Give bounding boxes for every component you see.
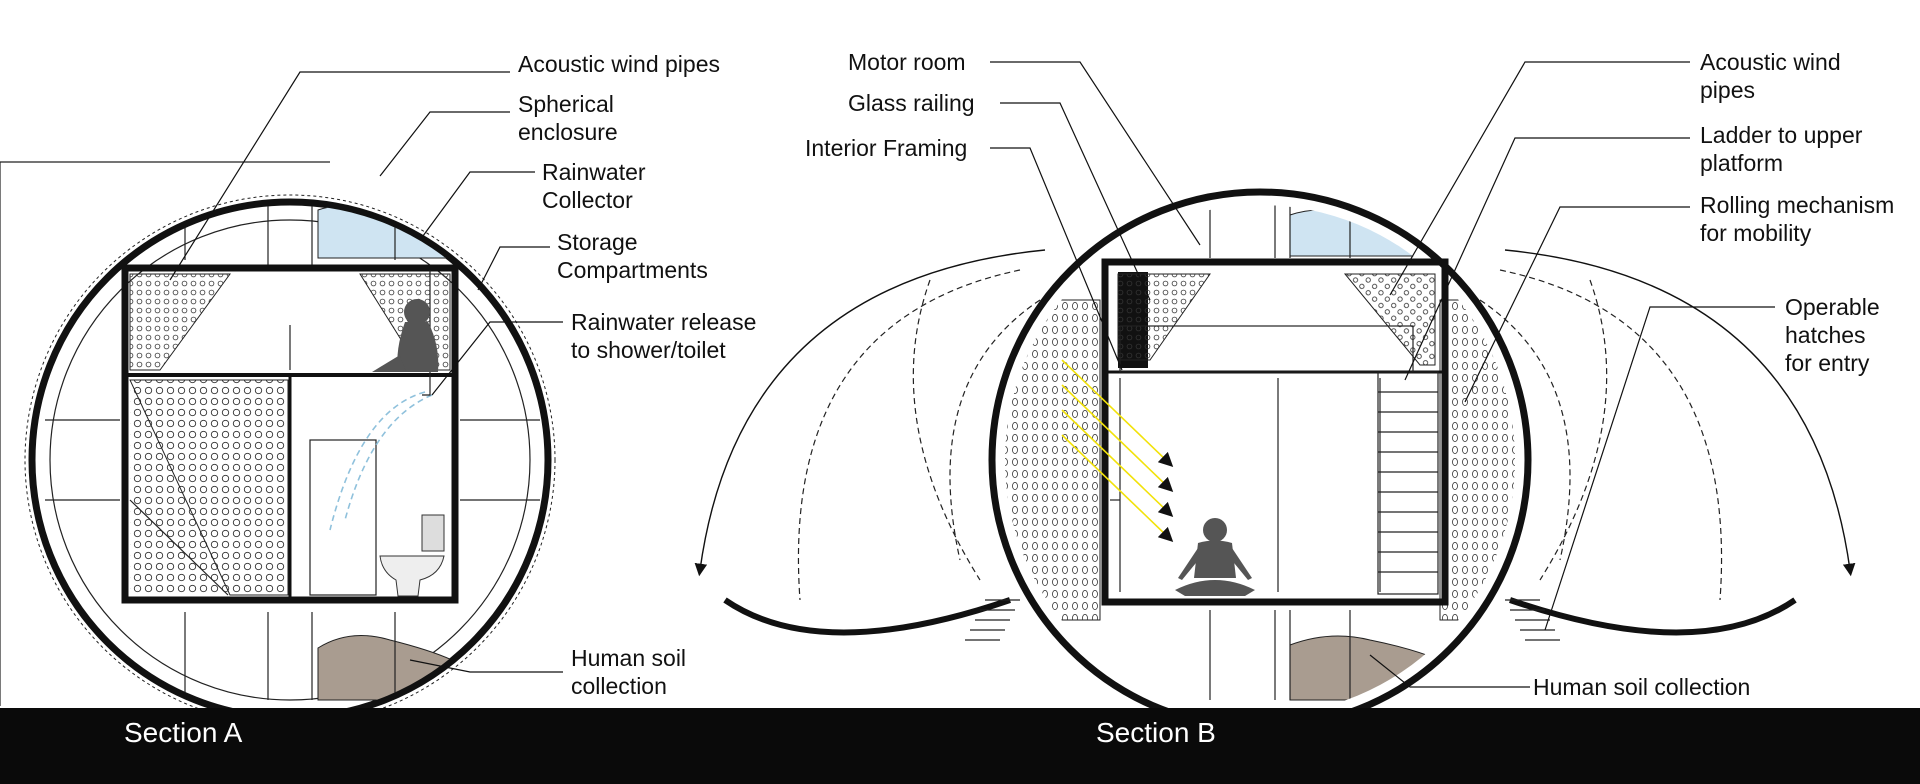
- label-acoustic-wind-pipes-b: pipes: [1700, 77, 1755, 103]
- hatch-swing-arrow-left: [694, 249, 1046, 577]
- caption-section-b: Section B: [1096, 717, 1216, 748]
- label-rolling-mechanism: Rolling mechanism: [1700, 192, 1894, 218]
- ribs: [267, 205, 313, 700]
- label-operable-hatches: hatches: [1785, 322, 1866, 348]
- rainwater-pipe: [422, 270, 431, 396]
- hatch-open-right: [1509, 597, 1797, 636]
- label-motor-room: Motor room: [848, 49, 966, 75]
- hatch-path-dashed: [797, 269, 1021, 601]
- toilet-icon: [379, 514, 445, 597]
- label-storage-compartments: Compartments: [557, 257, 708, 283]
- entry-steps: [1505, 599, 1560, 641]
- acoustic-wind-pipes-ring: [1439, 299, 1515, 621]
- label-acoustic-wind-pipes-b: Acoustic wind: [1700, 49, 1841, 75]
- person-sitting-icon: [372, 299, 439, 372]
- label-rainwater-collector: Collector: [542, 187, 633, 213]
- label-ladder: Ladder to upper: [1700, 122, 1863, 148]
- label-storage-compartments: Storage: [557, 229, 638, 255]
- acoustic-wind-pipes: [129, 273, 231, 371]
- label-glass-railing: Glass railing: [848, 90, 975, 116]
- person-meditating-icon: [1175, 518, 1255, 596]
- section-a-leaders: [169, 71, 563, 673]
- section-b-leaders: [990, 61, 1775, 688]
- hatch-open-left: [723, 597, 1011, 636]
- label-human-soil: Human soil: [571, 645, 686, 671]
- section-a: Acoustic wind pipes Spherical enclosure …: [0, 51, 756, 726]
- label-acoustic-wind-pipes: Acoustic wind pipes: [518, 51, 720, 77]
- section-b: Motor room Glass railing Interior Framin…: [694, 49, 1894, 732]
- glass-railing: [1119, 325, 1414, 373]
- human-soil-collection-b: [1289, 635, 1441, 701]
- storage-edge: [129, 499, 229, 596]
- ribs: [45, 419, 540, 501]
- label-spherical-enclosure: enclosure: [518, 119, 618, 145]
- label-interior-framing: Interior Framing: [805, 135, 967, 161]
- caption-bar: [0, 708, 1920, 784]
- label-spherical-enclosure: Spherical: [518, 91, 614, 117]
- label-rainwater-release: to shower/toilet: [571, 337, 726, 363]
- storage-compartment: [130, 380, 288, 595]
- acoustic-wind-pipes-ring: [1005, 299, 1101, 621]
- shower-water: [329, 391, 426, 531]
- label-rolling-mechanism: for mobility: [1700, 220, 1812, 246]
- interior-framing: [1119, 378, 1381, 592]
- label-ladder: platform: [1700, 150, 1783, 176]
- ladder-icon: [1377, 371, 1439, 595]
- inner-ring: [49, 219, 531, 701]
- label-operable-hatches: Operable: [1785, 294, 1880, 320]
- label-rainwater-release: Rainwater release: [571, 309, 756, 335]
- interior-frame-b: [1101, 258, 1449, 606]
- label-operable-hatches: for entry: [1785, 350, 1870, 376]
- label-human-soil: collection: [571, 673, 667, 699]
- shower-door: [309, 439, 377, 596]
- entry-steps: [965, 599, 1020, 641]
- acoustic-pipes-upper-left: [1117, 273, 1211, 361]
- central-shaft: [1274, 205, 1291, 700]
- light-rays: [1061, 359, 1174, 542]
- acoustic-pipes-upper-right: [1343, 273, 1436, 366]
- label-human-soil-b: Human soil collection: [1533, 674, 1750, 700]
- caption-section-a: Section A: [124, 717, 243, 748]
- hatch-swing-arrow-right: [1504, 249, 1856, 577]
- human-soil-collection: [317, 635, 453, 701]
- label-rainwater-collector: Rainwater: [542, 159, 646, 185]
